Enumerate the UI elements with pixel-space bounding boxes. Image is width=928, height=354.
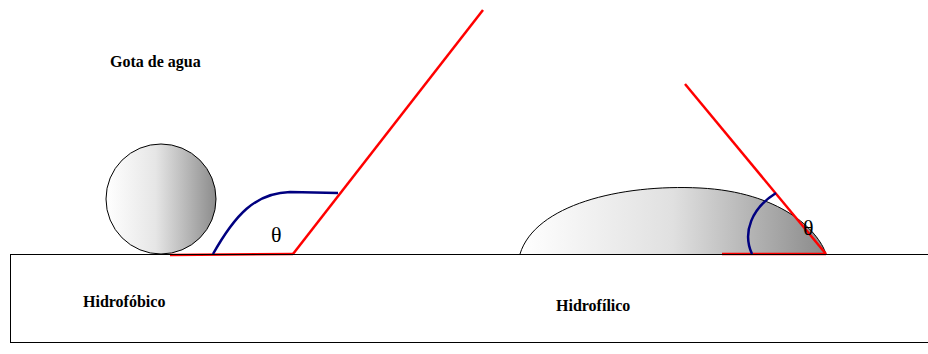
substrate-surface: Hidrofóbico Hidrofílico [10,254,928,343]
angle-symbol: θ [271,223,282,247]
angle-arc [213,192,338,254]
angle-symbol: θ [803,216,814,240]
tangent-line [685,84,826,254]
angle-arc [748,193,776,254]
surface-label: Hidrofílico [556,297,630,315]
surface-label: Hidrofóbico [83,293,165,311]
drop-label: Gota de agua [110,53,201,71]
water-drop [106,144,216,254]
tangent-line [293,10,483,254]
